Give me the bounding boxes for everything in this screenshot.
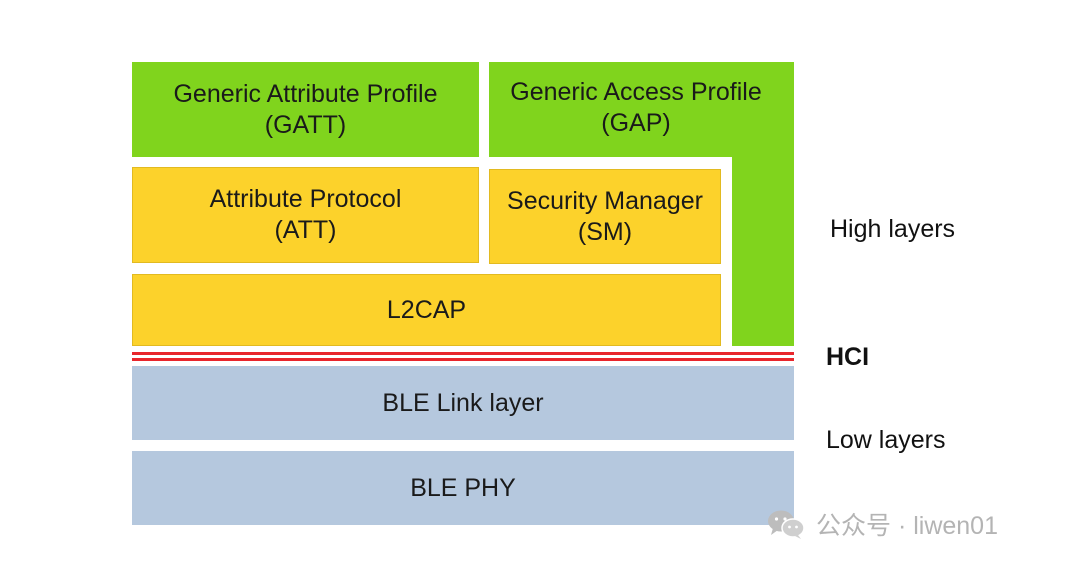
link-layer-name: BLE Link layer — [382, 388, 544, 417]
hci-line-top — [132, 352, 794, 355]
gap-name: Generic Access Profile — [510, 78, 762, 106]
low-layers-label: Low layers — [826, 426, 946, 454]
l2cap-block: L2CAP — [132, 274, 721, 346]
sm-block: Security Manager (SM) — [489, 169, 721, 264]
phy-block: BLE PHY — [132, 451, 794, 525]
link-layer-block: BLE Link layer — [132, 366, 794, 440]
wechat-icon — [768, 510, 805, 539]
gatt-name: Generic Attribute Profile — [173, 79, 438, 108]
watermark-text: 公众号 · liwen01 — [816, 512, 998, 540]
gatt-block: Generic Attribute Profile (GATT) — [132, 62, 479, 157]
gap-abbr: (GAP) — [601, 109, 671, 137]
gatt-abbr: (GATT) — [264, 110, 347, 139]
gap-label: Generic Access Profile (GAP) — [489, 77, 783, 139]
watermark: 公众号 · liwen01 — [766, 506, 998, 542]
l2cap-name: L2CAP — [386, 295, 467, 324]
high-layers-label: High layers — [830, 215, 956, 243]
att-name: Attribute Protocol — [209, 185, 402, 213]
sm-abbr: (SM) — [577, 217, 633, 246]
gap-shape-polygon — [489, 62, 794, 346]
att-abbr: (ATT) — [274, 216, 337, 244]
hci-line-bottom — [132, 358, 794, 361]
hci-label: HCI — [826, 343, 870, 371]
att-block: Attribute Protocol (ATT) — [132, 167, 479, 263]
sm-name: Security Manager — [507, 186, 703, 215]
phy-name: BLE PHY — [410, 473, 516, 502]
